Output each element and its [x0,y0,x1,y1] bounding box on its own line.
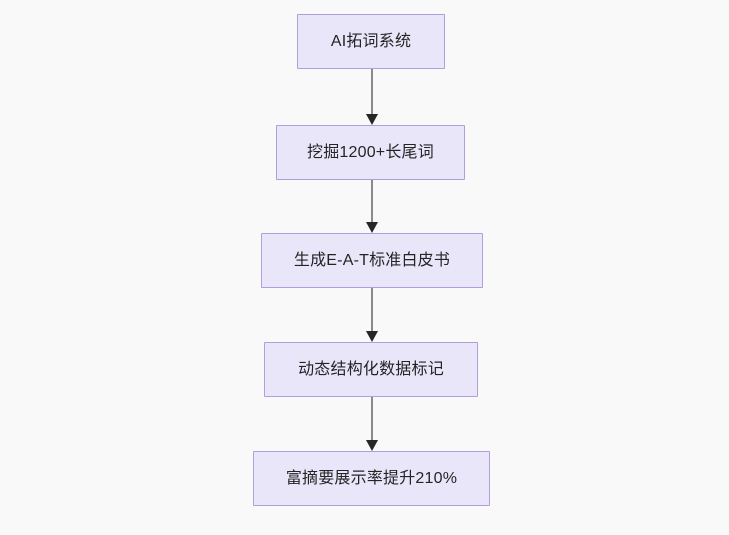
flowchart-node-1-label: AI拓词系统 [330,32,412,50]
flowchart-edge-4 [366,397,378,451]
down-arrow-icon [366,331,378,342]
flowchart-edge-3 [366,288,378,342]
flowchart-node-4-label: 动态结构化数据标记 [298,360,444,378]
flowchart-node-2-label: 挖掘1200+长尾词 [307,143,434,161]
flowchart-node-5[interactable]: 富摘要展示率提升210% [253,451,490,506]
flowchart-node-2[interactable]: 挖掘1200+长尾词 [276,125,465,180]
down-arrow-icon [366,222,378,233]
flowchart-node-1[interactable]: AI拓词系统 [297,14,445,69]
flowchart-edge-2 [366,180,378,233]
down-arrow-icon [366,440,378,451]
flowchart-edge-1 [366,69,378,125]
flowchart-node-5-label: 富摘要展示率提升210% [285,469,458,487]
flowchart-node-4[interactable]: 动态结构化数据标记 [264,342,478,397]
down-arrow-icon [366,114,378,125]
flowchart-node-3[interactable]: 生成E-A-T标准白皮书 [261,233,483,288]
flowchart-node-3-label: 生成E-A-T标准白皮书 [293,251,451,269]
